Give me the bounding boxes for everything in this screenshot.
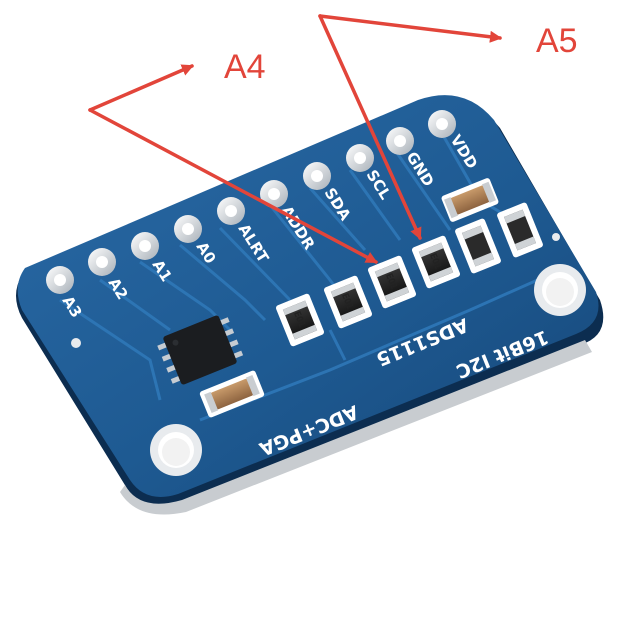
mounting-hole-right bbox=[534, 264, 586, 316]
mounting-hole-left bbox=[150, 424, 202, 476]
arrow-a5-to-resistor bbox=[318, 14, 422, 240]
pad-gnd bbox=[386, 127, 414, 155]
capacitors-right bbox=[441, 178, 543, 274]
pcb-edge-bottom bbox=[120, 340, 592, 515]
capacitor-vdd bbox=[441, 178, 499, 222]
pad-scl bbox=[346, 144, 374, 172]
annotation-arrows bbox=[88, 14, 502, 264]
resistors: EO1 EO1 EO1 EO1 bbox=[275, 235, 461, 347]
pad-sda bbox=[303, 162, 331, 190]
callout-a4: A4 bbox=[224, 48, 266, 86]
arrow-a4-to-label bbox=[88, 64, 194, 112]
resistor-3: EO1 bbox=[367, 255, 417, 309]
pad-a2 bbox=[88, 248, 116, 276]
capacitor-2 bbox=[455, 218, 501, 274]
resistor-2: EO1 bbox=[323, 275, 373, 329]
resistor-1: EO1 bbox=[275, 293, 325, 347]
pad-addr bbox=[260, 180, 288, 208]
pad-a0 bbox=[174, 215, 202, 243]
resistor-4: EO1 bbox=[411, 235, 461, 289]
callout-a5: A5 bbox=[536, 22, 578, 60]
via bbox=[71, 338, 81, 348]
ads1115-chip bbox=[157, 315, 244, 385]
capacitor-chip bbox=[199, 370, 265, 418]
header-pads bbox=[46, 110, 456, 294]
pad-alrt bbox=[217, 197, 245, 225]
capacitor-3 bbox=[497, 202, 543, 258]
pad-a1 bbox=[131, 232, 159, 260]
pad-a3 bbox=[46, 266, 74, 294]
pad-vdd bbox=[428, 110, 456, 138]
arrow-a4-to-resistor bbox=[88, 108, 378, 264]
arrow-a5-to-label bbox=[318, 14, 502, 43]
via bbox=[552, 233, 560, 241]
